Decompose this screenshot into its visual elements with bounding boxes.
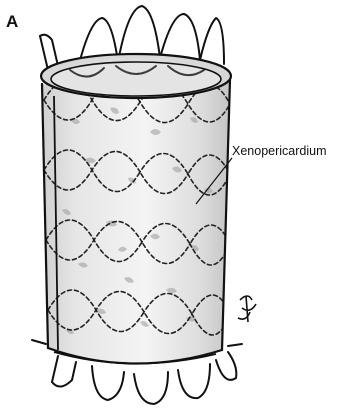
suture-marker: [238, 296, 256, 322]
panel-label: A: [6, 12, 18, 31]
graft-top-opening: [41, 54, 231, 98]
callout-label-xenopericardium: Xenopericardium: [232, 144, 327, 158]
graft-body: [42, 80, 230, 364]
